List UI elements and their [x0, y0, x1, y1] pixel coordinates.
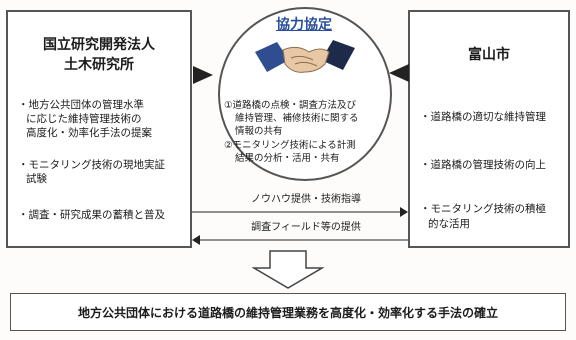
left-item-1-line1: ・地方公共団体の管理水準: [18, 99, 144, 111]
down-arrow-icon: [252, 250, 324, 289]
right-title: 富山市: [468, 47, 510, 63]
center-item-2-line2: 結果の分析・活用・共有: [235, 153, 340, 164]
handshake-icon: [255, 40, 355, 73]
center-item-1-line3: 情報の共有: [235, 126, 283, 137]
right-arrowhead-icon: [389, 64, 409, 82]
left-title-line2: 土木研究所: [64, 57, 134, 73]
left-item-1-line2: に応じた維持管理技術の: [26, 113, 142, 125]
center-title: 協力協定: [276, 17, 332, 33]
center-item-2-line1: ②モニタリング技術による計測: [224, 140, 356, 151]
result-box: 地方公共団体における道路橋の維持管理業務を高度化・効率化する手法の確立: [10, 293, 566, 331]
flow-to-left-label: 調査フィールド等の提供: [251, 222, 361, 233]
left-item-2-line1: ・モニタリング技術の現地実証: [18, 159, 165, 171]
flow-to-right-label: ノウハウ提供・技術指導: [251, 194, 361, 205]
left-item-1-line3: 高度化・効率化手法の提案: [26, 127, 152, 139]
right-item-3-line1: ・モニタリング技術の積極: [420, 203, 546, 215]
left-arrowhead-icon: [193, 66, 213, 84]
flow-to-right-arrow: [192, 207, 408, 217]
result-text: 地方公共団体における道路橋の維持管理業務を高度化・効率化する手法の確立: [77, 306, 498, 320]
center-item-1-line1: ①道路橋の点検・調査方法及び: [224, 100, 357, 111]
right-item-3-line2: 的な活用: [428, 218, 470, 230]
right-item-2: ・道路橋の管理技術の向上: [420, 159, 546, 171]
right-box: 富山市 ・道路橋の適切な維持管理 ・道路橋の管理技術の向上 ・モニタリング技術の…: [408, 10, 570, 248]
left-item-2-line2: 試験: [26, 173, 47, 185]
left-title-line1: 国立研究開発法人: [43, 37, 155, 53]
left-item-3-line1: ・調査・研究成果の蓄積と普及: [18, 209, 165, 221]
center-item-1-line2: 維持管理、補修技術に関する: [235, 113, 359, 124]
right-item-1: ・道路橋の適切な維持管理: [420, 111, 546, 123]
flow-to-left-arrow: [192, 235, 408, 245]
left-box: 国立研究開発法人 土木研究所 ・地方公共団体の管理水準 に応じた維持管理技術の …: [6, 10, 192, 248]
